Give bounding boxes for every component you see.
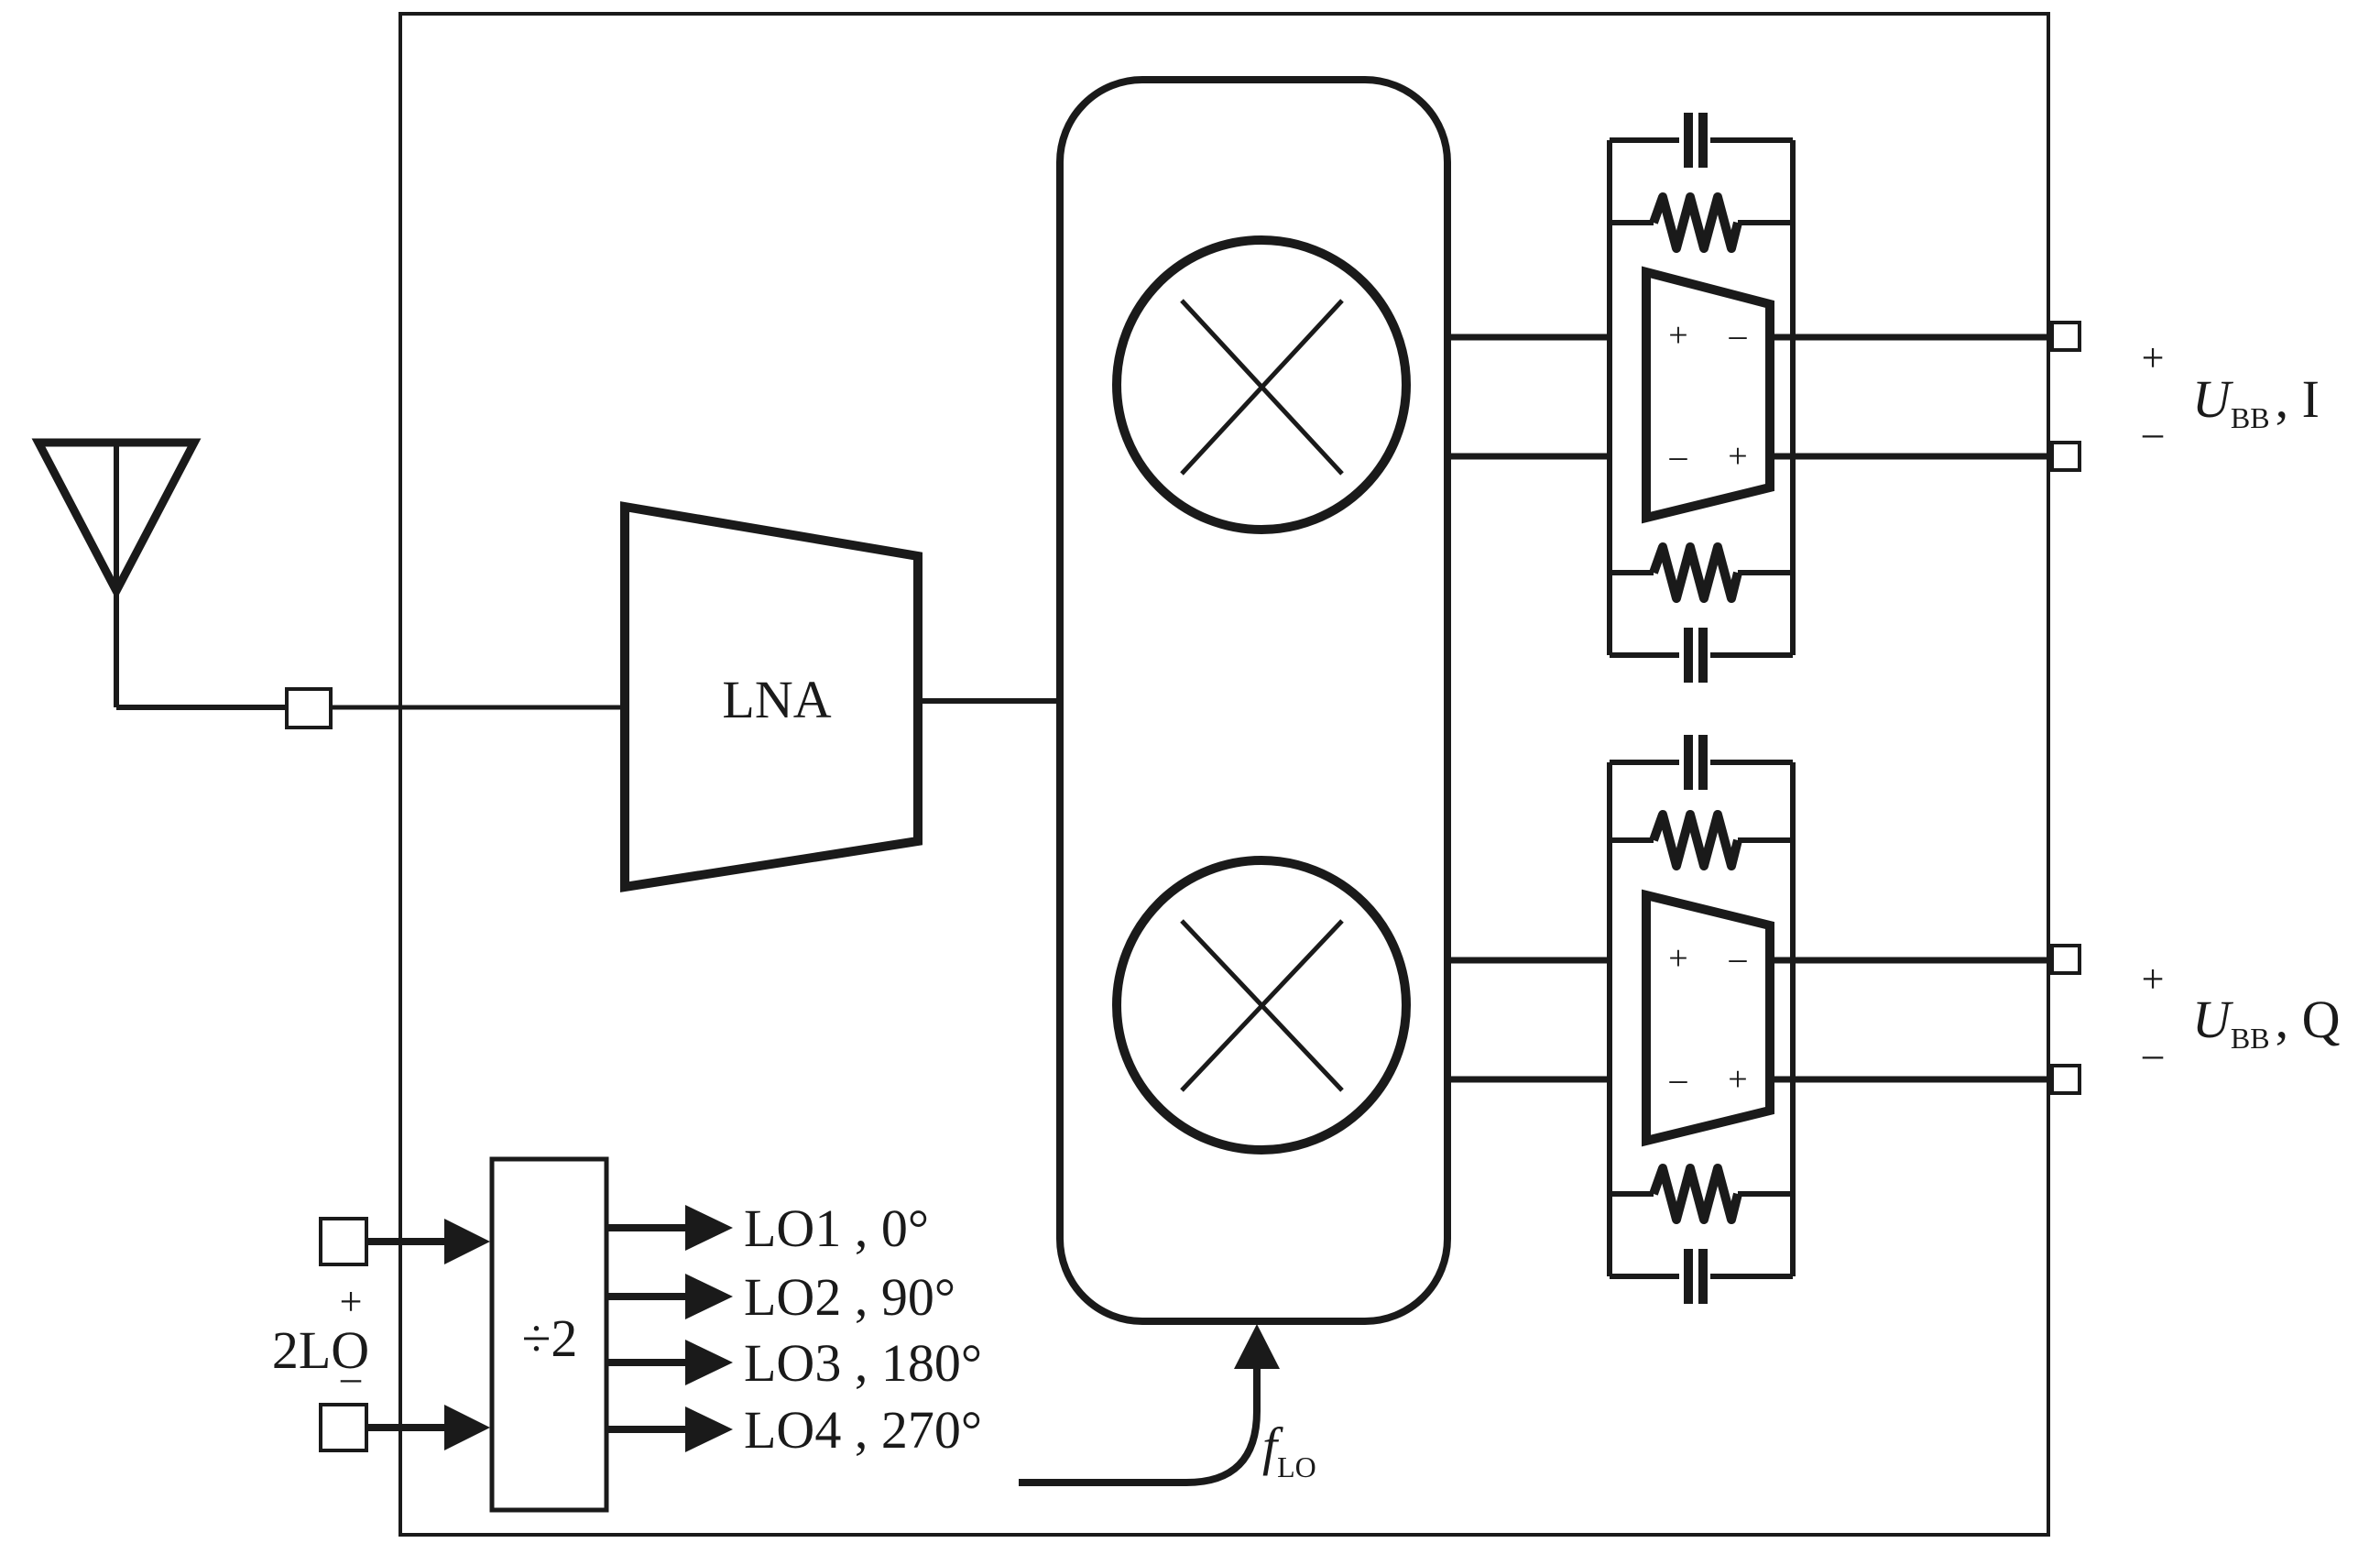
f-lo-label: fLO — [1262, 1417, 1316, 1483]
baseband-i-channel: + – – + — [1447, 113, 2081, 683]
lna-label: LNA — [722, 670, 831, 729]
resistor-icon — [1649, 542, 1742, 603]
divider-block — [489, 1156, 609, 1513]
svg-text:–: – — [1729, 316, 1748, 355]
output-i-label: UBB, I — [2192, 369, 2320, 434]
lo-input-plus-sign: + — [340, 1279, 363, 1324]
lo-input-pad-minus — [319, 1403, 368, 1452]
lo-output-label-4: LO4 , 270° — [744, 1400, 982, 1460]
svg-text:–: – — [1729, 939, 1748, 978]
output-i-plus-sign: + — [2142, 335, 2165, 380]
resistor-icon — [1649, 1164, 1742, 1224]
output-q-plus-sign: + — [2142, 957, 2165, 1001]
lo-input-minus-sign: – — [340, 1355, 362, 1400]
mixer-block — [1056, 76, 1451, 1325]
lo-output-label-3: LO3 , 180° — [744, 1333, 982, 1393]
lo-input-label: 2LO — [272, 1320, 369, 1380]
capacitor-icon — [1679, 628, 1710, 683]
baseband-amp-i — [1642, 266, 1774, 524]
mixer-i-icon — [1112, 235, 1411, 534]
lo-output-label-2: LO2 , 90° — [744, 1267, 955, 1327]
f-lo-arrowhead — [1234, 1324, 1280, 1369]
output-pad-i-minus — [2050, 441, 2081, 472]
chip-boundary — [398, 12, 2050, 1537]
svg-text:+: + — [1668, 939, 1687, 978]
divider-label: ÷2 — [522, 1308, 578, 1368]
lo-input-plus-arrowhead — [444, 1219, 490, 1264]
output-q-label: UBB, Q — [2192, 990, 2340, 1055]
output-pad-i-plus — [2050, 321, 2081, 352]
svg-text:+: + — [1728, 1060, 1747, 1099]
f-lo-input-arrow — [1019, 1354, 1261, 1486]
output-i-minus-sign: – — [2142, 410, 2164, 455]
svg-text:–: – — [1669, 1060, 1688, 1099]
mixer-q-icon — [1112, 856, 1411, 1155]
output-pad-q-plus — [2050, 944, 2081, 975]
lna-block — [620, 501, 923, 892]
resistor-icon — [1649, 192, 1742, 253]
capacitor-icon — [1679, 1249, 1710, 1304]
antenna-icon — [31, 438, 287, 710]
resistor-icon — [1649, 810, 1742, 870]
lo-input-minus-arrowhead — [444, 1405, 490, 1450]
lo-output-arrows — [606, 1205, 733, 1452]
baseband-q-channel: + – – + — [1447, 735, 2081, 1304]
output-pad-q-minus — [2050, 1064, 2081, 1095]
capacitor-icon — [1679, 735, 1710, 790]
svg-text:–: – — [1669, 437, 1688, 476]
output-q-minus-sign: – — [2142, 1032, 2164, 1077]
svg-text:+: + — [1728, 437, 1747, 476]
svg-text:+: + — [1668, 316, 1687, 355]
rf-input-pad — [285, 687, 333, 729]
lo-input-pad-plus — [319, 1217, 368, 1266]
baseband-amp-q — [1642, 889, 1774, 1147]
lo-output-label-1: LO1 , 0° — [744, 1198, 929, 1258]
capacitor-icon — [1679, 113, 1710, 168]
